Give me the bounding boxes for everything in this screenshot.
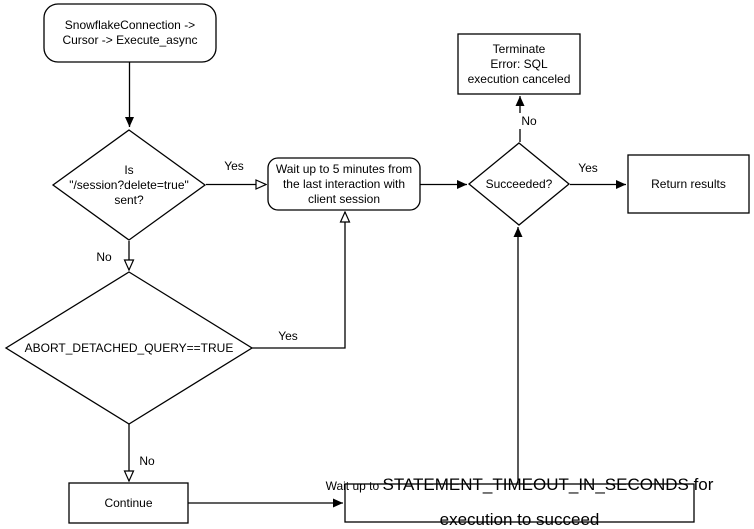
node-return-results-shape <box>627 154 750 214</box>
edge-label-session-no: No <box>88 249 120 265</box>
edge-label-succeeded-yes: Yes <box>572 160 604 176</box>
node-continue-shape <box>68 482 189 524</box>
edge-label-abort-yes: Yes <box>272 328 304 344</box>
node-continue-label: Continue <box>104 495 153 510</box>
node-abort-detached-label: ABORT_DETACHED_QUERY==TRUE <box>24 340 234 355</box>
wait-timeout-line2: execution to succeed <box>439 510 600 529</box>
wait-timeout-prefix: Wait up to <box>325 479 383 494</box>
node-abort-detached-shape <box>4 271 254 425</box>
node-start-label: SnowflakeConnection -> Cursor -> Execute… <box>62 18 198 47</box>
node-start-shape <box>43 3 217 63</box>
node-terminate-label: Terminate Error: SQL execution canceled <box>467 41 571 86</box>
edge-label-succeeded-no: No <box>513 113 545 129</box>
node-wait-timeout-shape <box>344 483 695 523</box>
node-wait-five-minutes-shape <box>267 157 421 211</box>
edge-abort-yes-to-wait5min <box>252 212 345 349</box>
node-session-check-label: Is "/session?delete=true" sent? <box>69 162 189 207</box>
node-succeeded-label: Succeeded? <box>485 176 553 191</box>
node-session-check-shape <box>51 129 207 241</box>
node-succeeded-shape <box>467 142 571 226</box>
node-return-results-label: Return results <box>651 176 726 191</box>
wait-timeout-main: STATEMENT_TIMEOUT_IN_SECONDS for <box>382 475 714 495</box>
edge-label-session-yes: Yes <box>218 158 250 174</box>
node-terminate-shape <box>457 33 581 95</box>
node-wait-five-minutes-label: Wait up to 5 minutes from the last inter… <box>275 161 413 206</box>
edge-label-abort-no: No <box>131 453 163 469</box>
node-wait-timeout-label: Wait up to STATEMENT_TIMEOUT_IN_SECONDS … <box>326 476 714 529</box>
